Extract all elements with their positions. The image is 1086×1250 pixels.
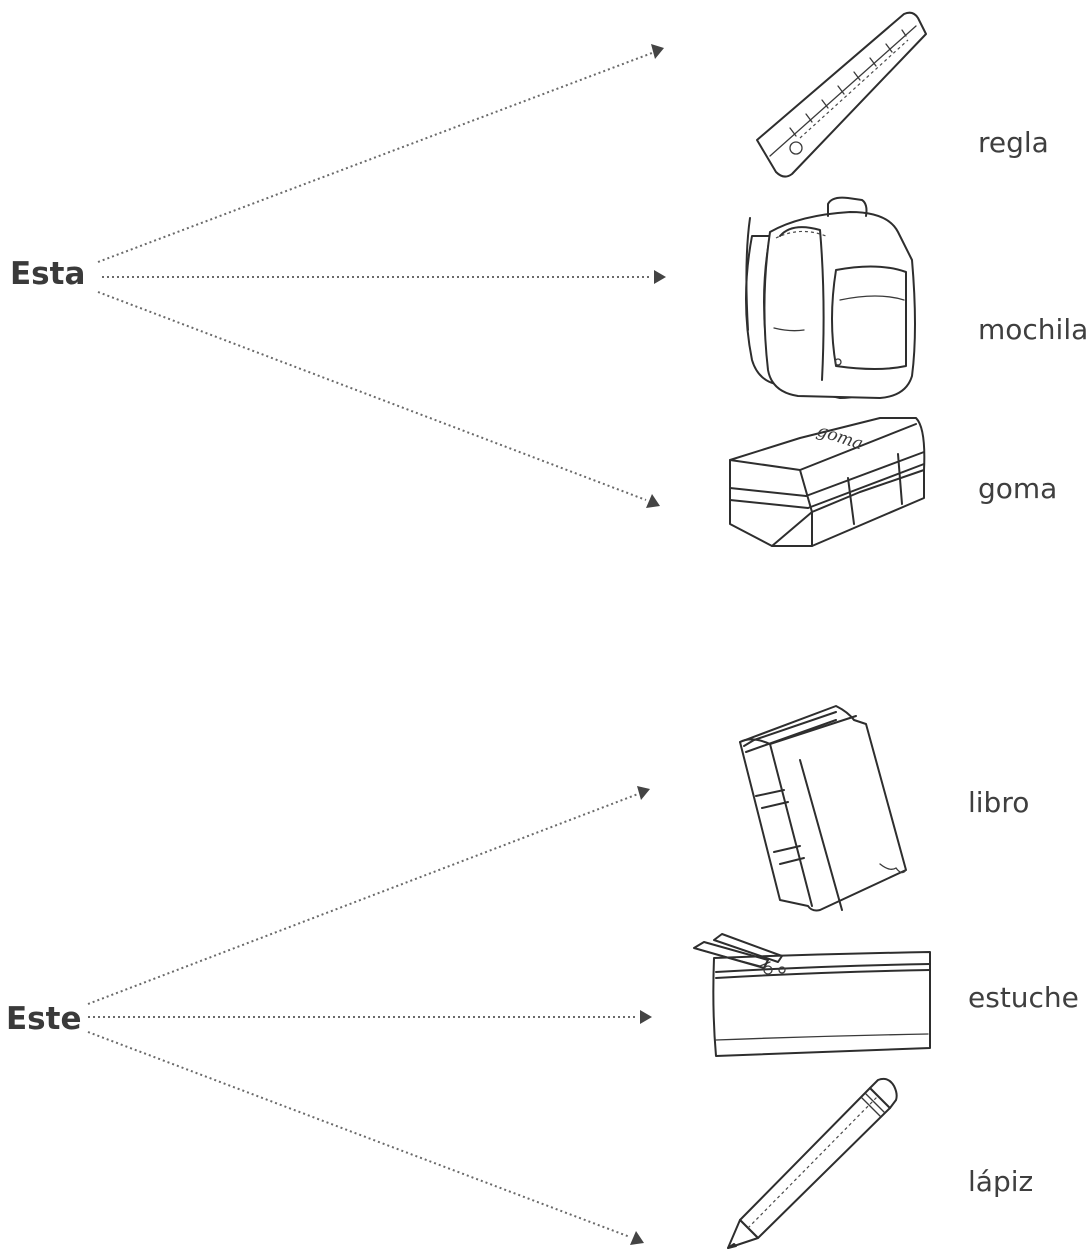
stem-esta: Esta	[10, 256, 85, 292]
arrow-esta-goma	[97, 291, 660, 508]
word-goma: goma	[978, 472, 1057, 505]
group-esta: Esta regla	[10, 11, 1086, 547]
book-icon	[739, 705, 907, 912]
word-mochila: mochila	[978, 313, 1086, 346]
arrow-esta-mochila	[102, 270, 666, 284]
pencil-icon	[727, 1077, 898, 1249]
backpack-icon	[745, 196, 916, 399]
word-estuche: estuche	[968, 981, 1079, 1014]
stem-este: Este	[6, 1001, 81, 1037]
pencil-case-icon	[693, 933, 931, 1057]
eraser-icon: goma	[729, 417, 926, 547]
word-libro: libro	[968, 786, 1029, 819]
group-este: Este libro	[6, 705, 1079, 1249]
arrow-este-libro	[87, 786, 650, 1005]
ruler-icon	[756, 11, 927, 178]
word-lapiz: lápiz	[968, 1165, 1033, 1198]
arrow-este-lapiz	[87, 1031, 644, 1245]
word-regla: regla	[978, 126, 1049, 159]
arrow-esta-regla	[97, 44, 664, 263]
arrow-este-estuche	[88, 1010, 652, 1024]
